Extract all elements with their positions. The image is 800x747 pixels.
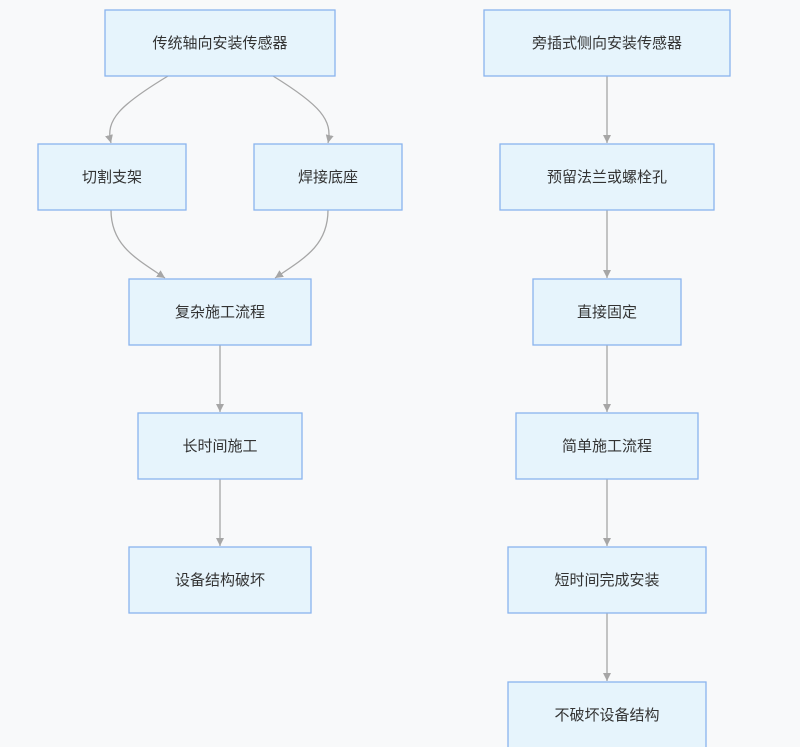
node-structure-damage: 设备结构破坏 [128,546,312,614]
node-long-construction: 长时间施工 [137,412,303,480]
node-label: 短时间完成安装 [554,571,659,589]
node-label: 设备结构破坏 [175,571,265,589]
node-label: 旁插式侧向安装传感器 [532,34,682,52]
edge-trad-to-cut [105,75,169,144]
node-label: 长时间施工 [182,437,257,455]
node-side-insert-sensor: 旁插式侧向安装传感器 [483,9,731,77]
edge-weld-to-complex [274,209,329,279]
node-label: 传统轴向安装传感器 [152,34,287,52]
edge-trad-to-weld [272,75,334,144]
node-complex-process: 复杂施工流程 [128,278,312,346]
node-short-install: 短时间完成安装 [507,546,707,614]
node-label: 复杂施工流程 [175,303,265,321]
node-label: 焊接底座 [298,168,358,186]
node-cut-bracket: 切割支架 [37,143,187,211]
node-label: 不破坏设备结构 [554,706,659,724]
node-label: 简单施工流程 [562,437,652,455]
node-label: 直接固定 [577,303,637,321]
node-traditional-axial-sensor: 传统轴向安装传感器 [104,9,336,77]
node-simple-process: 简单施工流程 [515,412,699,480]
node-weld-base: 焊接底座 [253,143,403,211]
node-label: 预留法兰或螺栓孔 [547,168,667,186]
node-direct-fix: 直接固定 [532,278,682,346]
node-label: 切割支架 [82,168,142,186]
node-reserve-flange-holes: 预留法兰或螺栓孔 [499,143,715,211]
edge-cut-to-complex [110,209,166,279]
node-no-structure-damage: 不破坏设备结构 [507,681,707,747]
